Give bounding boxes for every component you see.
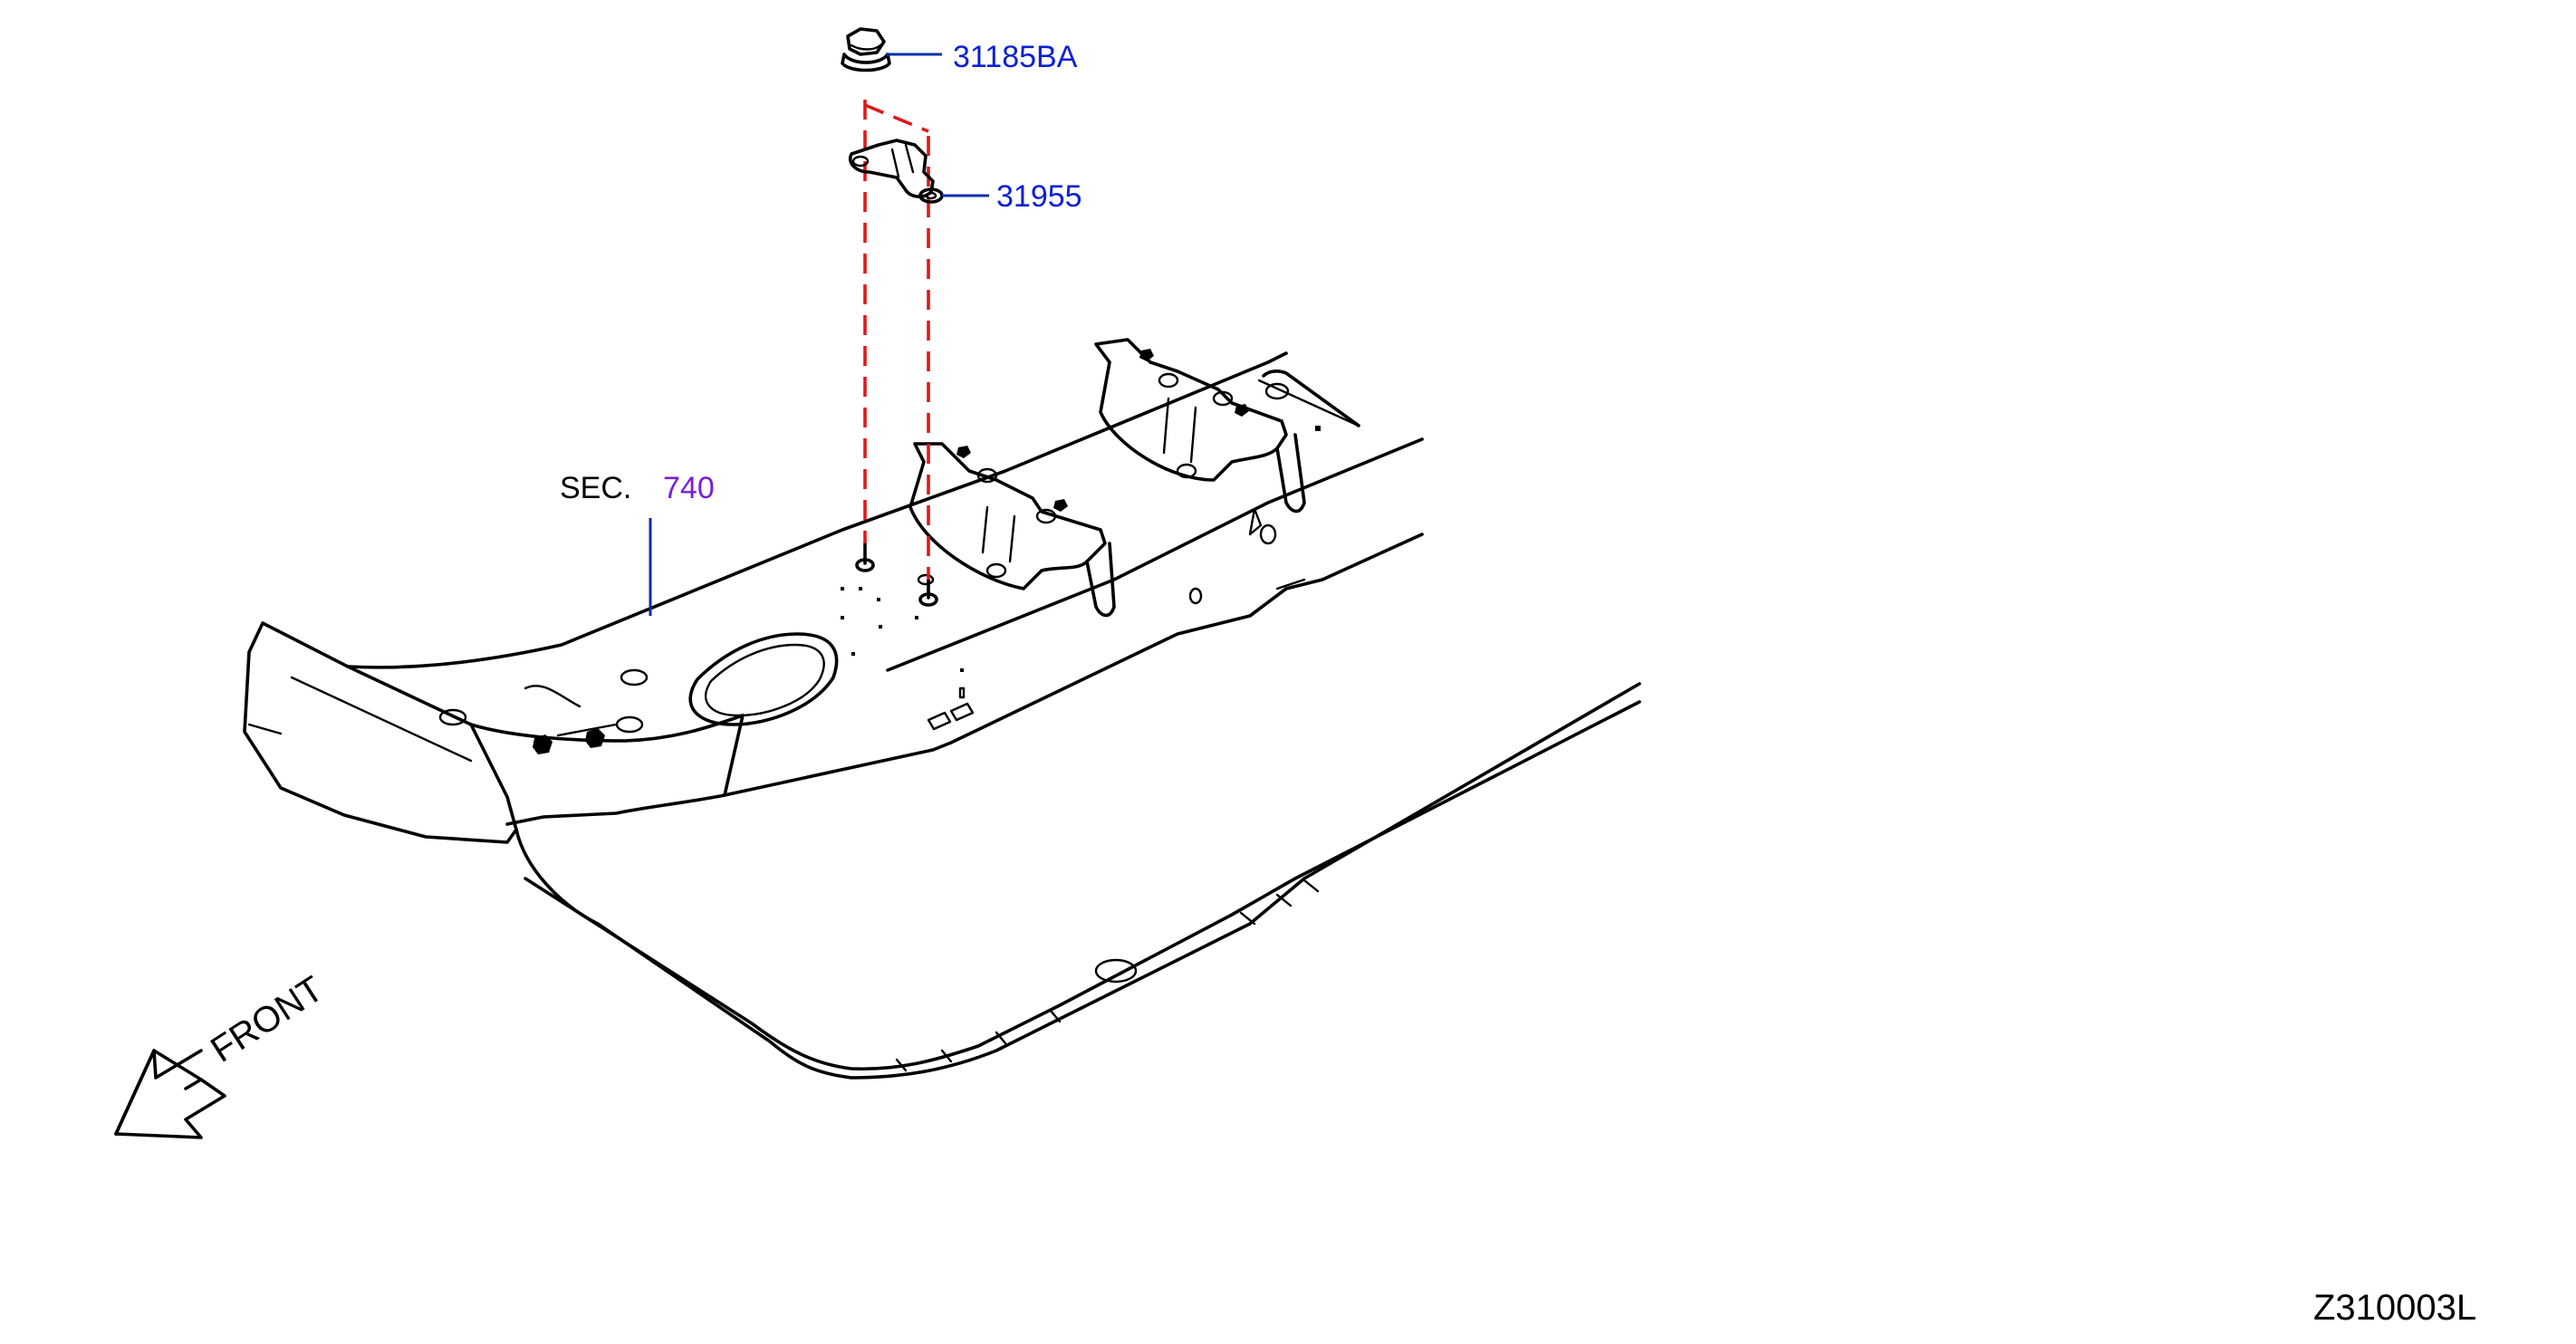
side-rail xyxy=(514,682,1641,1080)
front-direction-arrow-icon xyxy=(114,1049,226,1139)
leader-lines xyxy=(649,53,989,616)
section-prefix: SEC. xyxy=(560,471,632,505)
callout-31955[interactable]: 31955 xyxy=(996,179,1082,214)
callout-31185BA[interactable]: 31185BA xyxy=(953,40,1078,74)
assembly-phantom-lines xyxy=(863,100,930,580)
diagram-code: Z310003L xyxy=(2313,1288,2477,1328)
frame-crossmember xyxy=(243,338,1424,844)
section-number-link[interactable]: 740 xyxy=(663,471,715,505)
hex-nut-icon[interactable] xyxy=(841,27,891,72)
sensor-bracket-icon[interactable] xyxy=(849,139,944,204)
